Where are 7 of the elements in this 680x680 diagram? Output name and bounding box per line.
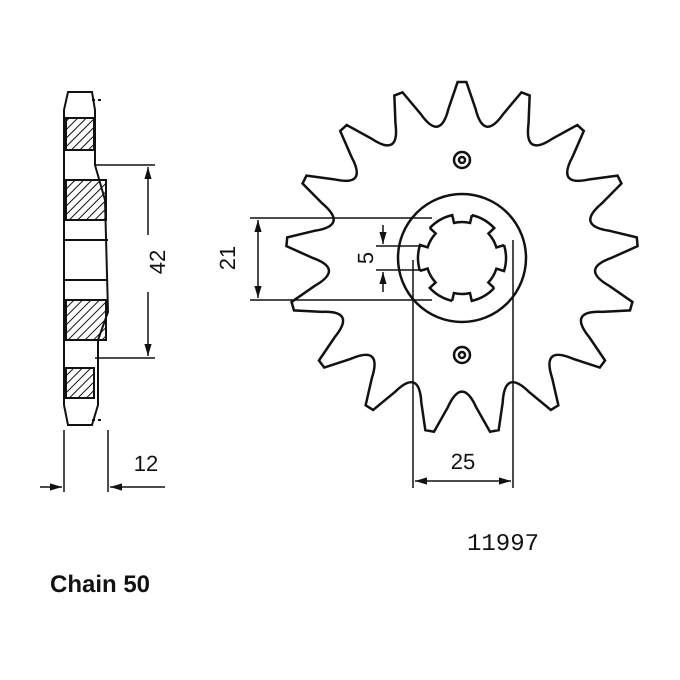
dimension-value: 12 [134, 453, 158, 475]
dimension-value: 5 [355, 252, 377, 264]
dimension-value: 25 [450, 451, 476, 473]
part-number: 11997 [467, 533, 539, 557]
dimension-value: 42 [147, 250, 169, 274]
dimension-value: 21 [217, 246, 239, 270]
chain-size-label: Chain 50 [50, 573, 150, 597]
